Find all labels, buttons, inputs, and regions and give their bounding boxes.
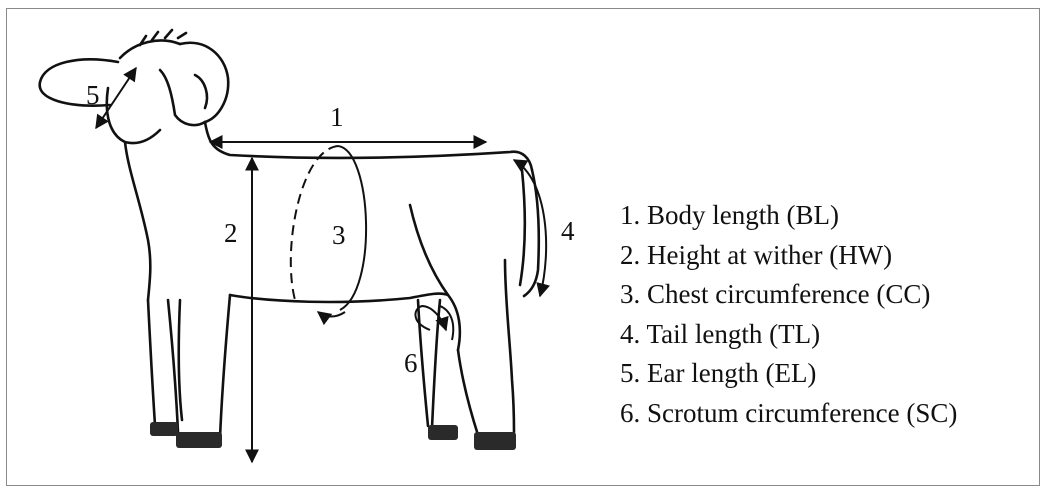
measurement-legend: 1. Body length (BL) 2. Height at wither … (620, 196, 957, 433)
marker-4: 4 (561, 216, 575, 246)
marker-1: 1 (330, 102, 344, 132)
hooves (150, 422, 516, 450)
legend-item-chest-circumference: 3. Chest circumference (CC) (620, 275, 957, 315)
legend-item-height-at-wither: 2. Height at wither (HW) (620, 236, 957, 276)
marker-2: 2 (224, 218, 238, 248)
chest-circumference-ellipse (291, 146, 366, 317)
legend-item-tail-length: 4. Tail length (TL) (620, 315, 957, 355)
ear-length-arrow (96, 68, 136, 128)
marker-6: 6 (404, 348, 418, 378)
sheep-outline-icon (40, 30, 539, 438)
legend-item-body-length: 1. Body length (BL) (620, 196, 957, 236)
tail-length-arrow (514, 160, 546, 296)
legend-item-scrotum-circumference: 6. Scrotum circumference (SC) (620, 394, 957, 434)
legend-item-ear-length: 5. Ear length (EL) (620, 354, 957, 394)
marker-3: 3 (332, 220, 346, 250)
marker-5: 5 (86, 80, 100, 110)
